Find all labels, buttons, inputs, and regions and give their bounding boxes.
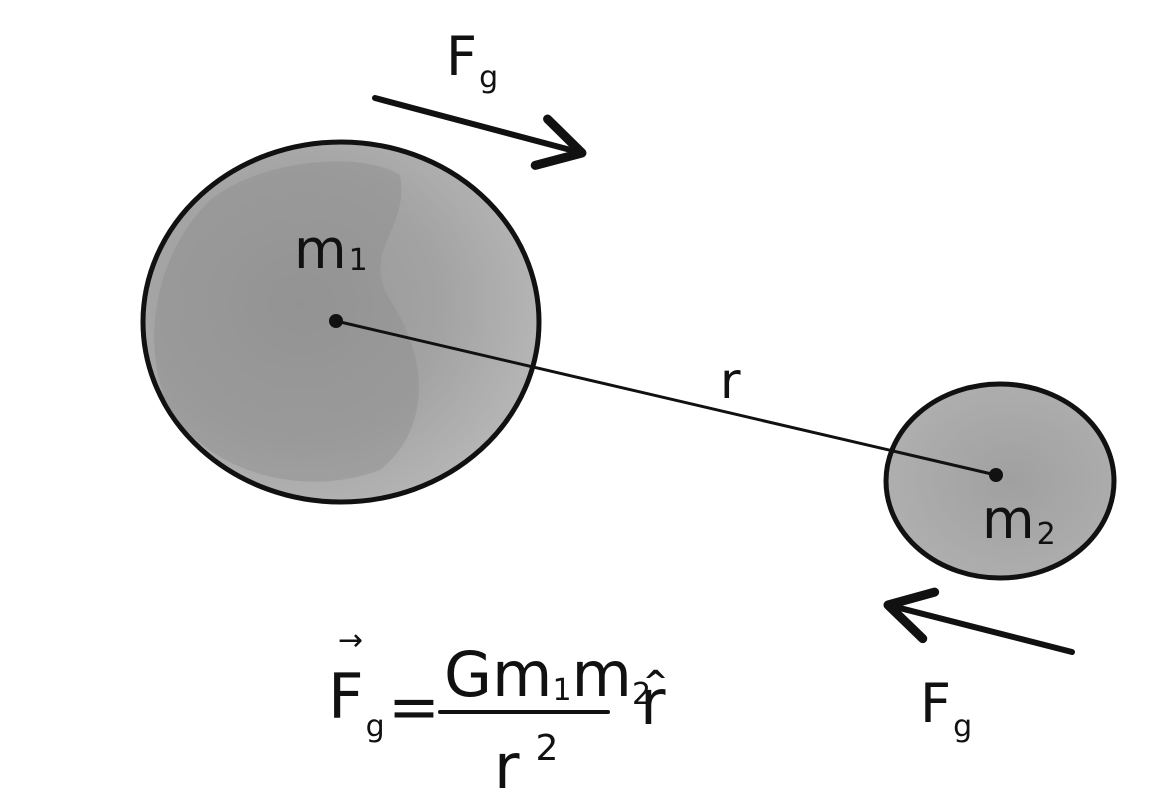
mass-2-subscript: 2 bbox=[1037, 517, 1056, 552]
mass-2-label: m2 bbox=[982, 488, 1056, 552]
force-top-symbol: F bbox=[446, 25, 477, 88]
mass-1-label: m1 bbox=[294, 218, 368, 281]
force-top-label: Fg bbox=[446, 25, 498, 95]
force-top-subscript: g bbox=[479, 60, 498, 95]
equation-lhs: Fg bbox=[328, 660, 385, 744]
equation-numerator-m1-sub: 1 bbox=[552, 673, 571, 708]
mass-2-symbol: m bbox=[982, 488, 1035, 551]
mass-2-body bbox=[883, 381, 1117, 581]
arrow-left-icon bbox=[883, 587, 1075, 655]
equation-numerator: Gm1m2 bbox=[444, 638, 651, 712]
equation-vector-arrow: → bbox=[338, 623, 363, 658]
force-top: Fg bbox=[372, 25, 587, 170]
equation-unit-vector: r bbox=[640, 666, 666, 739]
equation-numerator-m2: m bbox=[572, 638, 632, 711]
mass-1-subscript: 1 bbox=[349, 243, 368, 278]
distance-line bbox=[335, 319, 997, 477]
arrow-right-icon bbox=[372, 95, 587, 170]
equation-numerator-m1: m bbox=[492, 638, 552, 711]
equation-numerator-m2-sub: 2 bbox=[632, 677, 651, 712]
force-bottom-subscript: g bbox=[953, 709, 972, 744]
equation-lhs-symbol: F bbox=[328, 660, 364, 733]
mass-1-symbol: m bbox=[294, 218, 347, 281]
mass-1-shading bbox=[154, 161, 419, 482]
equation-numerator-G: G bbox=[444, 638, 492, 711]
equation-unit-hat: ^ bbox=[643, 665, 668, 700]
force-bottom: Fg bbox=[883, 587, 1075, 744]
mass-2: m2 bbox=[883, 381, 1117, 581]
distance-label: r bbox=[720, 352, 741, 410]
equation-denominator-base: r bbox=[494, 730, 520, 800]
equation-denominator-exponent: 2 bbox=[536, 728, 559, 769]
force-bottom-symbol: F bbox=[920, 672, 951, 735]
force-bottom-label: Fg bbox=[920, 672, 972, 744]
equation-lhs-subscript: g bbox=[366, 709, 385, 744]
equation-equals: = bbox=[388, 670, 440, 743]
